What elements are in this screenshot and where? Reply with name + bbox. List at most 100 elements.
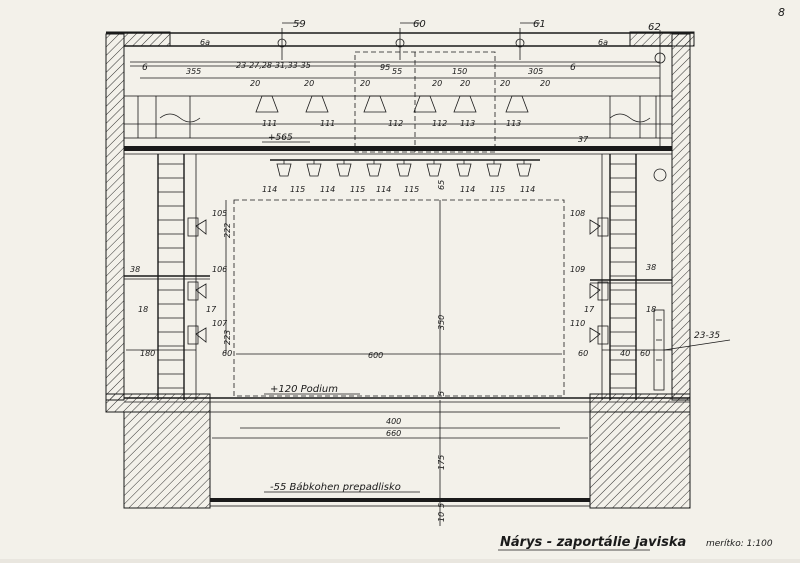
fixture-label-20: 20 bbox=[540, 79, 550, 88]
fixture-1 bbox=[255, 95, 279, 113]
fixture-2 bbox=[305, 95, 329, 113]
fixture-label-20: 20 bbox=[460, 79, 470, 88]
left-tower bbox=[124, 154, 210, 400]
fixture-5 bbox=[453, 95, 477, 113]
label-6-right: 6 bbox=[570, 63, 576, 73]
top-callouts: 59 60 61 62 bbox=[277, 19, 667, 182]
dim-5b: 5 bbox=[437, 503, 446, 508]
callout-62: 62 bbox=[648, 22, 661, 33]
label-17-right: 17 bbox=[584, 305, 595, 314]
batten-lamp bbox=[306, 163, 322, 177]
batten-lamp bbox=[426, 163, 442, 177]
fixture-6 bbox=[505, 95, 529, 113]
fixture-4 bbox=[413, 95, 437, 113]
fixture-number: 112 bbox=[388, 119, 403, 128]
fixture-label-20: 20 bbox=[250, 79, 260, 88]
label-38: 38 bbox=[130, 265, 140, 274]
fixture-label-20: 20 bbox=[360, 79, 370, 88]
fixture-3 bbox=[363, 95, 387, 113]
label-106: 106 bbox=[212, 265, 227, 274]
dim-10: 10 bbox=[437, 512, 446, 522]
dim-660: 660 bbox=[386, 429, 401, 438]
batten-lamp bbox=[396, 163, 412, 177]
label-6-left: 6 bbox=[142, 63, 148, 73]
callout-61: 61 bbox=[533, 19, 546, 30]
dim-175: 175 bbox=[437, 455, 446, 470]
dim-600: 600 bbox=[368, 351, 383, 360]
dim-223: 223 bbox=[223, 330, 232, 345]
label-108: 108 bbox=[570, 209, 585, 218]
fixture-number: 113 bbox=[460, 119, 475, 128]
batten-label: 115 bbox=[290, 185, 305, 194]
loft-dashed-outline bbox=[354, 51, 496, 153]
drawing-scale: merítko: 1:100 bbox=[706, 539, 773, 549]
top-labels: 6a 6a 6 6 23-27,28-31,33-35 355 95 55 15… bbox=[140, 38, 660, 79]
callout-60: 60 bbox=[413, 19, 426, 30]
batten-lamp bbox=[516, 163, 532, 177]
label-109: 109 bbox=[570, 265, 585, 274]
proscenium-lines bbox=[195, 154, 603, 400]
label-18-right: 18 bbox=[646, 305, 656, 314]
level-podium: +120 Podium bbox=[270, 384, 338, 395]
batten-label: 114 bbox=[376, 185, 391, 194]
level-trap: -55 Bábkohen prepadlisko bbox=[270, 481, 401, 493]
upper-fixtures: 20 20 20 20 20 20 20 111 111 112 112 113… bbox=[250, 79, 550, 128]
fixture-label-20: 20 bbox=[304, 79, 314, 88]
label-40: 40 bbox=[620, 349, 630, 358]
batten-lamp bbox=[276, 163, 292, 177]
dim-400: 400 bbox=[386, 417, 401, 426]
right-tower bbox=[590, 154, 672, 400]
label-60-right: 60 bbox=[578, 349, 588, 358]
dim-305: 305 bbox=[528, 67, 543, 76]
label-6a-left: 6a bbox=[200, 38, 210, 47]
dim-150: 150 bbox=[452, 67, 467, 76]
label-18: 18 bbox=[138, 305, 148, 314]
label-107: 107 bbox=[212, 319, 228, 328]
podium: +120 Podium 5 bbox=[124, 384, 690, 403]
dim-65: 65 bbox=[437, 180, 446, 190]
trap-room: 400 660 175 -55 Bábkohen prepadlisko 5 1… bbox=[209, 400, 591, 526]
batten-label: 115 bbox=[350, 185, 365, 194]
batten-label: 115 bbox=[404, 185, 419, 194]
label-17: 17 bbox=[206, 305, 217, 314]
batten-label: 114 bbox=[520, 185, 535, 194]
dim-55: 55 bbox=[392, 67, 402, 76]
fixture-label-20: 20 bbox=[432, 79, 442, 88]
fixture-number: 112 bbox=[432, 119, 447, 128]
drawing-title: Nárys - zaportálie javiska bbox=[500, 535, 686, 550]
left-side-fixtures bbox=[187, 217, 207, 345]
callout-59: 59 bbox=[293, 19, 306, 30]
label-range: 23-27,28-31,33-35 bbox=[236, 61, 311, 70]
label-38-right: 38 bbox=[646, 263, 656, 272]
dim-95: 95 bbox=[380, 63, 390, 72]
label-23-35: 23-35 bbox=[694, 331, 720, 341]
page-number: 8 bbox=[778, 6, 785, 19]
batten-label: 114 bbox=[320, 185, 335, 194]
right-side-labels: 108 109 17 110 37 38 18 60 40 60 23-35 bbox=[570, 135, 731, 358]
label-180: 180 bbox=[140, 349, 155, 358]
fixture-number: 113 bbox=[506, 119, 521, 128]
fixture-number: 111 bbox=[262, 119, 277, 128]
dim-5a: 5 bbox=[437, 391, 446, 396]
label-105: 105 bbox=[212, 209, 227, 218]
batten-label: 114 bbox=[460, 185, 475, 194]
stage-opening: 222 223 350 600 65 bbox=[223, 180, 565, 397]
batten-lamp bbox=[456, 163, 472, 177]
left-side-labels: 105 106 17 107 38 18 180 60 bbox=[126, 209, 232, 358]
label-37: 37 bbox=[578, 135, 589, 144]
batten-lamp bbox=[366, 163, 382, 177]
label-110: 110 bbox=[570, 319, 585, 328]
batten-label: 114 bbox=[262, 185, 277, 194]
batten-lamp bbox=[336, 163, 352, 177]
batten-label: 115 bbox=[490, 185, 505, 194]
label-60-right-b: 60 bbox=[640, 349, 650, 358]
batten-fixtures bbox=[270, 159, 540, 177]
right-side-fixtures bbox=[589, 217, 609, 345]
fixture-number: 111 bbox=[320, 119, 335, 128]
fixture-label-20: 20 bbox=[500, 79, 510, 88]
gallery-beam bbox=[124, 146, 672, 155]
dim-350: 350 bbox=[437, 315, 446, 330]
label-6a-right: 6a bbox=[598, 38, 608, 47]
